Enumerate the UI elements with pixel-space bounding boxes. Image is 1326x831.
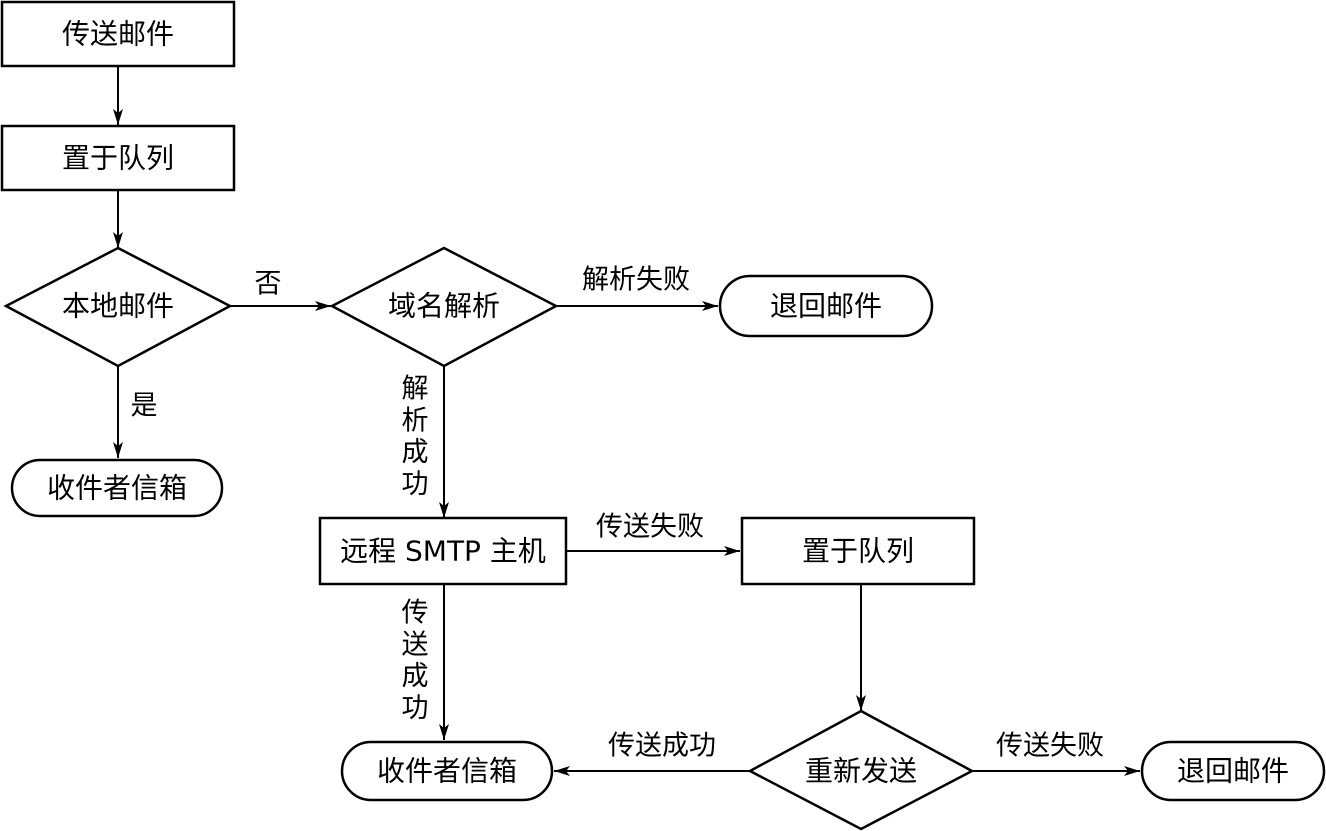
return-mail-label-1: 退回邮件 [770,290,882,323]
edge-label-local-yes: 是 [131,391,158,422]
recipient-mailbox-label-1: 收件者信箱 [47,472,187,505]
local-mail-label: 本地邮件 [62,290,174,323]
edge-label-smtp-fail: 传送失败 [596,512,704,543]
return-mail-label-2: 退回邮件 [1177,755,1289,788]
edge-label-smtp-success: 传送成功 [402,597,429,724]
edge-label-resend-success: 传送成功 [608,731,716,762]
edge-label-resend-fail: 传送失败 [996,731,1104,762]
edge-label-resolve-fail: 解析失败 [582,265,690,296]
recipient-mailbox-terminal-2: 收件者信箱 [340,740,554,802]
resend-label: 重新发送 [805,755,917,788]
resend-decision: 重新发送 [747,709,975,831]
return-mail-terminal-1: 退回邮件 [718,274,934,338]
queue-label-1: 置于队列 [62,142,174,175]
send-mail-box: 传送邮件 [0,0,236,68]
recipient-mailbox-label-2: 收件者信箱 [377,755,517,788]
dns-resolve-label: 域名解析 [388,290,500,323]
recipient-mailbox-terminal-1: 收件者信箱 [10,458,224,518]
send-mail-label: 传送邮件 [62,18,174,51]
queue-box-1: 置于队列 [0,124,236,192]
edge-label-resolve-success: 解析成功 [402,373,429,500]
remote-smtp-box: 远程 SMTP 主机 [318,516,568,586]
return-mail-terminal-2: 退回邮件 [1140,740,1326,802]
queue-label-2: 置于队列 [802,535,914,568]
queue-box-2: 置于队列 [740,516,976,586]
remote-smtp-label: 远程 SMTP 主机 [340,535,546,568]
edge-label-local-no: 否 [255,269,282,300]
local-mail-decision: 本地邮件 [3,246,233,368]
dns-resolve-decision: 域名解析 [329,246,559,368]
